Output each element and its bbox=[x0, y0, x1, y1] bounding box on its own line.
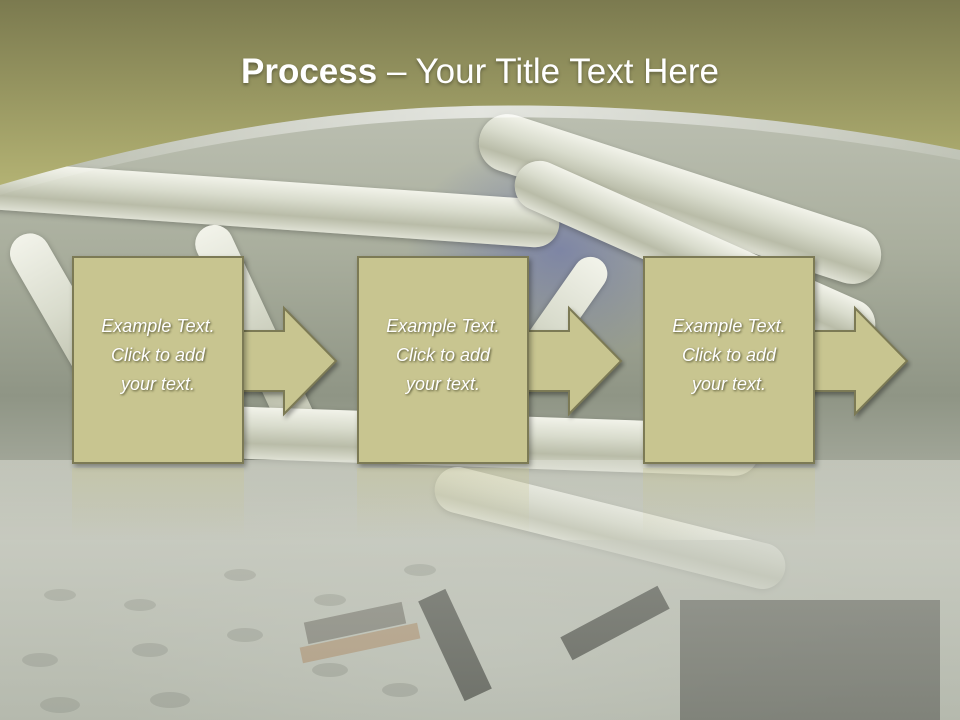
header-band bbox=[0, 0, 960, 195]
step-text-line: your text. bbox=[691, 374, 767, 394]
step-text[interactable]: Example Text. Click to add your text. bbox=[72, 312, 244, 399]
step-text[interactable]: Example Text. Click to add your text. bbox=[357, 312, 529, 399]
lower-overlay bbox=[0, 460, 960, 720]
step-text-line: Click to add bbox=[681, 345, 777, 365]
slide-title[interactable]: Process – Your Title Text Here bbox=[0, 52, 960, 92]
step-text-line: Example Text. bbox=[672, 316, 786, 336]
step-text-line: Click to add bbox=[110, 345, 206, 365]
step-text-line: Example Text. bbox=[101, 316, 215, 336]
step-text[interactable]: Example Text. Click to add your text. bbox=[643, 312, 815, 399]
title-rest: – Your Title Text Here bbox=[377, 52, 719, 91]
step-text-line: Example Text. bbox=[386, 316, 500, 336]
step-reflection bbox=[357, 468, 529, 538]
step-box[interactable] bbox=[72, 256, 244, 464]
step-text-line: your text. bbox=[405, 374, 481, 394]
step-text-line: your text. bbox=[120, 374, 196, 394]
step-text-line: Click to add bbox=[395, 345, 491, 365]
step-reflection bbox=[72, 468, 244, 538]
step-box[interactable] bbox=[643, 256, 815, 464]
step-box[interactable] bbox=[357, 256, 529, 464]
title-bold: Process bbox=[241, 52, 378, 91]
step-reflection bbox=[643, 468, 815, 538]
